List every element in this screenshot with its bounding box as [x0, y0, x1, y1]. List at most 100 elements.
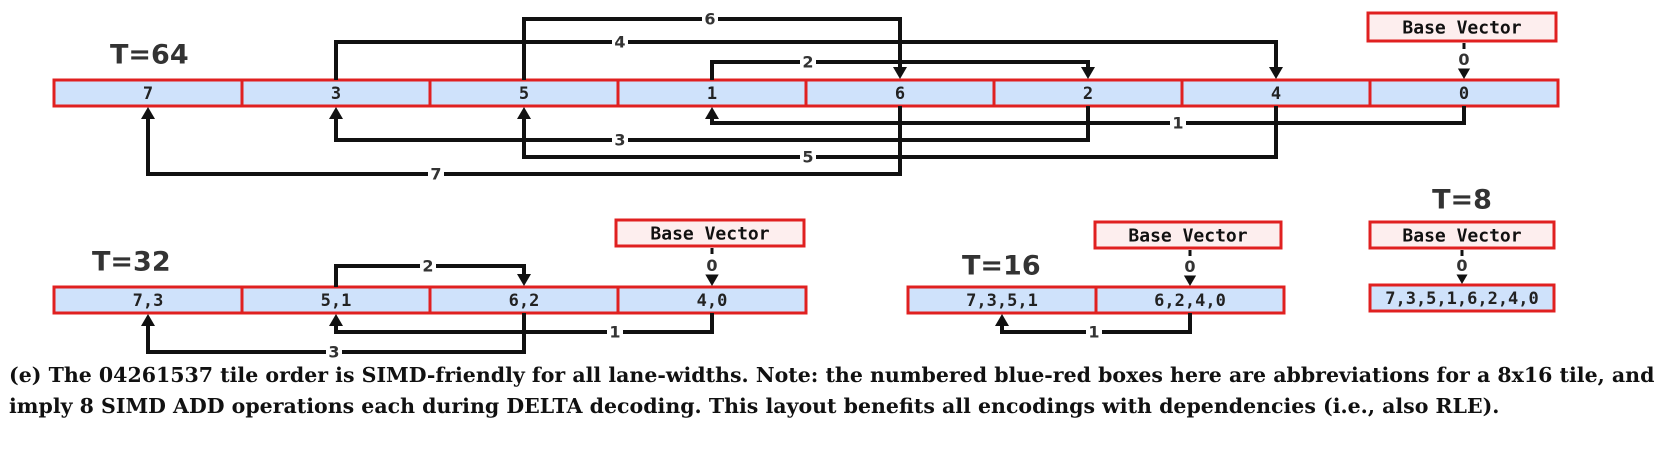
dependency-arrow: 2	[334, 257, 531, 287]
tile-cell: 1	[616, 78, 808, 108]
arrow-step-label: 2	[422, 257, 433, 276]
panel-title: T=8	[1432, 185, 1492, 216]
base-vector-label: Base Vector	[650, 224, 769, 245]
panel-title: T=32	[92, 247, 171, 278]
dependency-arrow: 4	[334, 33, 1283, 80]
tile-cell: 7,3,5,1	[906, 285, 1098, 315]
tile-box	[240, 78, 432, 108]
arrow-head	[1455, 272, 1469, 284]
panel-title: T=64	[110, 40, 189, 71]
label-bg	[1183, 257, 1197, 276]
tile-label: 7,3	[133, 291, 164, 311]
tile-cell: 6	[804, 78, 996, 108]
panel-t16: T=16 7,3,5,1 6,2,4,0 Base Vector 0 1	[906, 220, 1286, 342]
label-bg	[612, 33, 628, 51]
dependency-arrow: 6	[522, 10, 907, 80]
arrow-head	[1269, 67, 1283, 79]
label-bg	[705, 256, 719, 275]
dependency-arrow: 5	[517, 106, 1278, 167]
tile-cell: 3	[240, 78, 432, 108]
label-bg	[326, 343, 342, 360]
base-step-label: 0	[706, 256, 717, 275]
base-vector-box	[1368, 220, 1556, 250]
arrow-head	[517, 107, 531, 119]
arrow-head	[995, 314, 1009, 326]
arrow-head	[141, 107, 155, 119]
dependency-arrow: 3	[141, 313, 526, 360]
base-step-label: 0	[1458, 50, 1469, 69]
tile-box	[1368, 283, 1556, 313]
base-vector-label: Base Vector	[1402, 226, 1521, 247]
arrow-head	[329, 314, 343, 326]
arrow-step-label: 3	[614, 131, 625, 150]
base-step-label: 0	[1456, 256, 1467, 275]
tile-box	[52, 285, 244, 315]
tile-label: 4	[1271, 84, 1281, 104]
arrow-head	[1183, 274, 1197, 286]
label-bg	[1457, 50, 1471, 69]
base-vector: Base Vector 0	[1368, 220, 1556, 284]
tile-label: 3	[331, 84, 341, 104]
tile-cell: 7,3,5,1,6,2,4,0	[1368, 283, 1556, 313]
label-bg	[1455, 256, 1469, 275]
base-step-label: 0	[1184, 257, 1195, 276]
arrow-path	[334, 40, 1278, 80]
tile-cell: 5	[428, 78, 620, 108]
tile-box	[906, 285, 1098, 315]
label-bg	[612, 131, 628, 149]
tile-label: 5,1	[321, 291, 352, 311]
arrow-path	[146, 106, 902, 176]
base-vector-label: Base Vector	[1128, 226, 1247, 247]
arrow-step-label: 2	[802, 53, 813, 72]
tile-cell: 4,0	[616, 285, 808, 315]
tile-cell: 6,2,4,0	[1094, 285, 1286, 315]
base-vector: Base Vector 0	[1093, 220, 1283, 286]
tile-cell: 6,2	[428, 285, 620, 315]
arrow-step-label: 1	[609, 323, 620, 342]
label-bg	[428, 165, 444, 183]
tile-box	[52, 78, 244, 108]
tile-label: 5	[519, 84, 529, 104]
tile-label: 0	[1459, 84, 1469, 104]
arrow-step-label: 1	[1088, 323, 1099, 342]
dependency-arrow: 1	[705, 106, 1466, 133]
arrow-head	[329, 107, 343, 119]
base-vector-box	[1366, 11, 1558, 43]
figure-caption: (e) The 04261537 tile order is SIMD-frie…	[9, 363, 1655, 418]
tile-label: 6,2	[509, 291, 540, 311]
label-bg	[702, 10, 718, 28]
arrow-head	[141, 314, 155, 326]
arrow-step-label: 5	[802, 148, 813, 167]
base-vector: Base Vector 0	[1366, 11, 1558, 79]
dependency-arrow: 1	[995, 313, 1192, 342]
tile-label: 7	[143, 84, 153, 104]
tile-cell: 2	[992, 78, 1184, 108]
arrow-head	[1457, 67, 1471, 79]
arrow-head	[517, 274, 531, 286]
tile-cell: 7,3	[52, 285, 244, 315]
arrow-head	[893, 67, 907, 79]
tile-cell: 7	[52, 78, 244, 108]
arrow-head	[1081, 67, 1095, 79]
arrow-step-label: 4	[614, 33, 625, 52]
label-bg	[800, 53, 816, 71]
panel-title: T=16	[962, 251, 1041, 282]
tile-label: 7,3,5,1	[966, 291, 1038, 311]
base-vector-box	[614, 218, 806, 248]
arrow-step-label: 7	[430, 165, 441, 184]
tile-box	[1368, 78, 1560, 108]
dependency-arrow: 3	[329, 106, 1090, 150]
arrow-step-label: 1	[1172, 114, 1183, 133]
panel-t32: T=32 7,3 5,1 6,2 4,0 Base Vector 0 1 2 3	[52, 218, 808, 360]
tile-label: 1	[707, 84, 717, 104]
tile-cell: 0	[1368, 78, 1560, 108]
panel-t8: T=8 7,3,5,1,6,2,4,0 Base Vector 0	[1368, 185, 1556, 313]
base-vector-label: Base Vector	[1402, 18, 1521, 39]
label-bg	[800, 148, 816, 166]
tile-label: 2	[1083, 84, 1093, 104]
label-bg	[1086, 323, 1102, 341]
tile-cell: 4	[1180, 78, 1372, 108]
dependency-arrow: 1	[329, 313, 714, 342]
dependency-arrow: 2	[710, 53, 1095, 80]
